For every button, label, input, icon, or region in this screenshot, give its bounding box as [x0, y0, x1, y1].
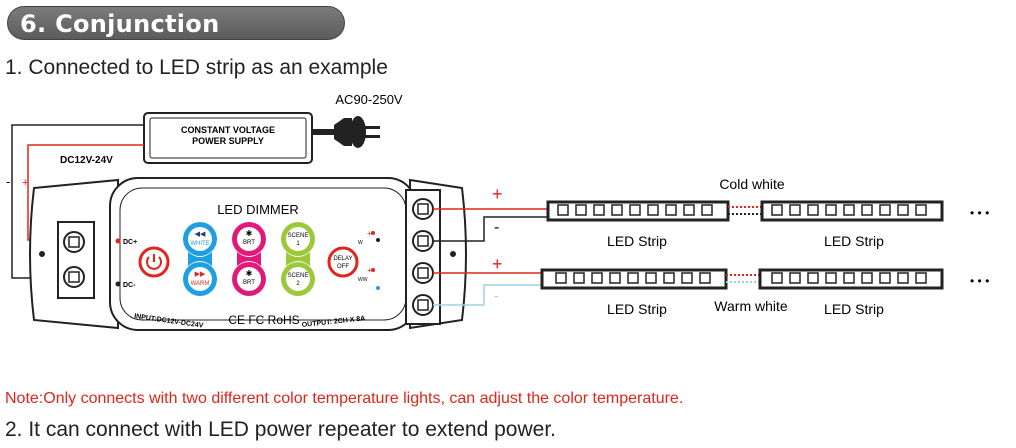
svg-text:+: + [367, 229, 372, 238]
dc-minus-sign: - [6, 174, 10, 189]
cold-continuation-dots: • • • [970, 206, 989, 220]
intro-text: 1. Connected to LED strip as an example [5, 56, 388, 79]
white-button [188, 227, 212, 251]
warm-white-label: Warm white [714, 298, 788, 314]
svg-text:+: + [367, 266, 372, 275]
out-ww-label: WW [358, 277, 368, 283]
led-dimmer-device [29, 177, 467, 331]
svg-text:✱: ✱ [246, 229, 253, 238]
note-text: Note:Only connects with two different co… [5, 390, 684, 407]
delay-off-button [327, 246, 359, 278]
led-strip-cold-1 [546, 200, 730, 222]
brightness-up-button [237, 227, 261, 251]
led-strip-warm-2 [758, 268, 944, 290]
white-label: WHITE [190, 241, 209, 247]
cold-minus-sign: - [494, 219, 499, 236]
cold-plus-sign: + [492, 184, 503, 204]
brt-up-label: BRT [243, 240, 255, 246]
warm-label: WARM [191, 281, 210, 287]
psu-label-1: CONSTANT VOLTAGE [181, 125, 275, 135]
delay-label: DELAY [333, 256, 352, 262]
strip-label-1: LED Strip [607, 233, 667, 249]
scene1-num: 1 [296, 241, 300, 247]
psu-label-2: POWER SUPPLY [192, 136, 264, 146]
power-supply-box [143, 112, 313, 164]
svg-text:▶▶: ▶▶ [195, 271, 206, 278]
step2-text: 2. It can connect with LED power repeate… [5, 418, 556, 441]
scene1-button [286, 227, 310, 251]
strip-label-2: LED Strip [824, 233, 884, 249]
led-strip-warm-1 [540, 268, 728, 290]
scene2-num: 2 [296, 281, 300, 287]
dimmer-title: LED DIMMER [217, 202, 299, 217]
ac-label: AC90-250V [335, 92, 403, 107]
wire-warm-minus [433, 284, 548, 306]
out-w-label: W [358, 240, 363, 246]
section-title: 6. Conjunction Diagram [7, 6, 345, 72]
svg-text:✱: ✱ [246, 269, 253, 278]
power-icon [146, 256, 162, 270]
strip-label-4: LED Strip [824, 301, 884, 317]
warm-button [188, 267, 212, 291]
scene2-label: SCENE [288, 273, 309, 279]
cert-marks: CE FC RoHS [228, 313, 299, 327]
strip-label-3: LED Strip [607, 301, 667, 317]
warm-continuation-dots: • • • [970, 274, 989, 288]
warm-minus-sign: - [494, 287, 499, 303]
scene1-label: SCENE [288, 233, 309, 239]
brightness-down-button [237, 267, 261, 291]
dc-label: DC12V-24V [60, 155, 113, 166]
scene2-button [286, 267, 310, 291]
dc-minus-label: DC- [123, 282, 136, 289]
warm-plus-sign: + [492, 254, 503, 274]
dc-plus-sign: + [22, 177, 28, 189]
wire-cold-minus [433, 216, 548, 242]
ac-plug-icon [312, 116, 380, 148]
dc-plus-label: DC+ [123, 239, 137, 246]
svg-text:◀◀: ◀◀ [195, 231, 206, 238]
brt-down-label: BRT [243, 280, 255, 286]
cold-white-label: Cold white [719, 176, 785, 192]
led-strip-cold-2 [760, 200, 944, 222]
off-label: OFF [337, 264, 349, 270]
